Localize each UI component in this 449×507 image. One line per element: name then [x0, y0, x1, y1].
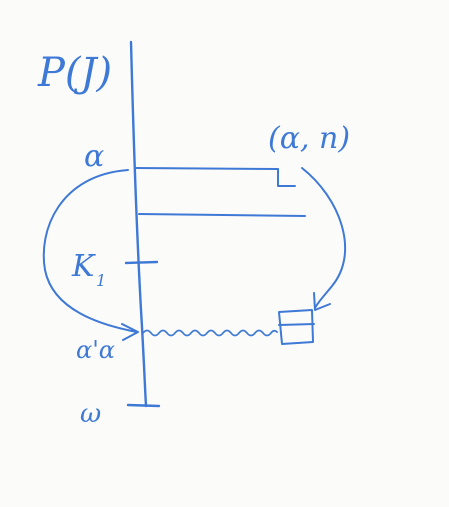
k1-label: K: [71, 249, 96, 284]
second-level-line: [138, 213, 306, 217]
pair-label: (α, n): [268, 121, 350, 156]
bottom-tick: [126, 403, 161, 408]
right-arrowhead: [313, 292, 331, 311]
right-arc-arrow: [301, 167, 347, 309]
mid-point-label: α'α: [76, 336, 115, 364]
k1-tick: [124, 260, 159, 265]
wavy-line: [142, 329, 278, 337]
title-label: P(J): [37, 50, 112, 96]
vertical-axis: [129, 40, 148, 408]
k1-subscript: 1: [96, 271, 106, 290]
omega-label: ω: [80, 399, 101, 429]
left-arrowhead: [121, 323, 139, 341]
stack-box: [278, 309, 314, 345]
alpha-level-line: [134, 167, 279, 170]
pair-bracket: [277, 168, 296, 187]
left-loop-arrow: [42, 169, 138, 333]
alpha-label: α: [84, 139, 104, 174]
stack-box-divider: [278, 323, 315, 326]
